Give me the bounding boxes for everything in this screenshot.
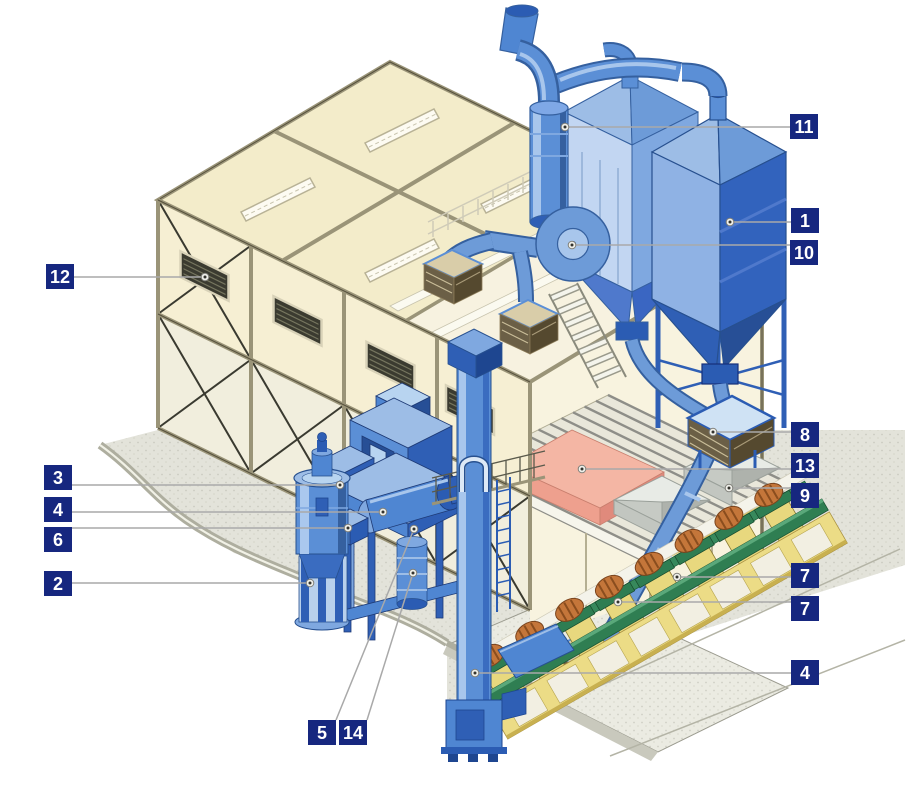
leader-dot-core bbox=[411, 571, 415, 575]
callout-box bbox=[339, 720, 367, 745]
callout-number: 8 bbox=[800, 425, 810, 445]
callout-number: 3 bbox=[53, 468, 63, 488]
callout-box bbox=[44, 527, 72, 552]
callout-number: 4 bbox=[800, 663, 810, 683]
callout-box bbox=[791, 208, 819, 233]
leader-line bbox=[335, 528, 415, 721]
conveyor-support-wall bbox=[489, 511, 848, 740]
callout-8: 8 bbox=[708, 422, 819, 447]
callout-3: 3 bbox=[44, 465, 345, 490]
callout-7-upper: 7 bbox=[672, 563, 819, 588]
callout-5: 5 bbox=[308, 524, 419, 745]
callout-12: 12 bbox=[46, 264, 210, 289]
leader-dot-core bbox=[728, 220, 732, 224]
callout-number: 5 bbox=[317, 723, 327, 743]
callout-number: 2 bbox=[53, 574, 63, 594]
callout-number: 14 bbox=[343, 723, 363, 743]
callout-box bbox=[44, 465, 72, 490]
leader-dot-core bbox=[346, 526, 350, 530]
callout-6: 6 bbox=[44, 523, 353, 552]
callout-4-right: 4 bbox=[470, 660, 819, 685]
callout-9: 9 bbox=[724, 483, 819, 508]
callout-box bbox=[308, 720, 336, 745]
collector-piping bbox=[552, 42, 728, 98]
callout-14: 14 bbox=[339, 568, 418, 745]
collector-bin-right bbox=[650, 89, 788, 385]
callout-number: 1 bbox=[800, 211, 810, 231]
callout-13: 13 bbox=[577, 453, 819, 478]
blast-machine bbox=[317, 382, 485, 641]
callout-box bbox=[791, 453, 819, 478]
duct-inlet-box bbox=[421, 248, 561, 355]
callout-number: 13 bbox=[795, 456, 815, 476]
leader-dot-core bbox=[616, 600, 620, 604]
leader-dot-core bbox=[473, 671, 477, 675]
callout-11: 11 bbox=[560, 114, 818, 139]
callout-number: 12 bbox=[50, 267, 70, 287]
callout-number: 11 bbox=[794, 117, 813, 137]
leader-dot-core bbox=[381, 510, 385, 514]
callout-box bbox=[791, 660, 819, 685]
callout-number: 4 bbox=[53, 500, 63, 520]
leader-dot-core bbox=[308, 581, 312, 585]
leader-dot-core bbox=[580, 467, 584, 471]
callout-box bbox=[44, 571, 72, 596]
abrasive-tank bbox=[293, 432, 351, 631]
callout-2: 2 bbox=[44, 571, 315, 596]
callout-box bbox=[791, 483, 819, 508]
leader-dot-core bbox=[412, 527, 416, 531]
leader-dot-core bbox=[727, 486, 731, 490]
callout-number: 6 bbox=[53, 530, 63, 550]
callout-number: 10 bbox=[794, 243, 814, 263]
callout-box bbox=[790, 114, 818, 139]
callout-number: 9 bbox=[800, 486, 810, 506]
callout-box bbox=[791, 422, 819, 447]
callout-4-left: 4 bbox=[44, 497, 388, 522]
callout-7-lower: 7 bbox=[613, 596, 819, 621]
leader-dot-core bbox=[711, 430, 715, 434]
exhaust-silencer bbox=[499, 4, 569, 230]
callout-box bbox=[791, 596, 819, 621]
bucket-elevator bbox=[431, 328, 575, 762]
leader-dot-core bbox=[563, 125, 567, 129]
leader-dot-core bbox=[570, 243, 574, 247]
access-stairs bbox=[548, 282, 627, 389]
callout-number: 7 bbox=[800, 566, 810, 586]
elevator-ladder bbox=[496, 477, 511, 612]
callout-box bbox=[46, 264, 74, 289]
callout-10: 10 bbox=[567, 240, 818, 265]
callout-box bbox=[790, 240, 818, 265]
callout-number: 7 bbox=[800, 599, 810, 619]
callout-box bbox=[791, 563, 819, 588]
platform-railing bbox=[427, 162, 549, 237]
callout-box bbox=[44, 497, 72, 522]
roof-fan bbox=[441, 206, 611, 303]
leader-dot-core bbox=[338, 483, 342, 487]
callout-1: 1 bbox=[725, 208, 819, 233]
leader-line bbox=[366, 572, 414, 721]
conveyor-chute bbox=[497, 623, 575, 679]
vibrating-feeder bbox=[685, 394, 777, 470]
leader-dot-core bbox=[203, 275, 207, 279]
leader-dot-core bbox=[675, 575, 679, 579]
